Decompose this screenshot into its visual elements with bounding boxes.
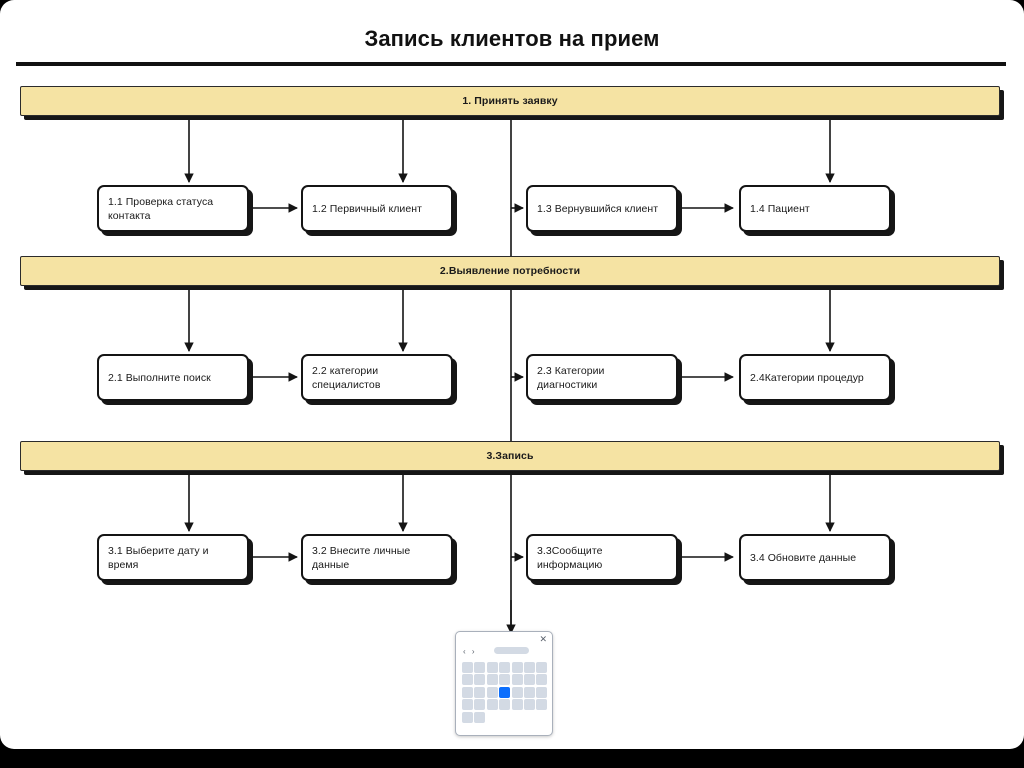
bottom-caption [0, 752, 1024, 768]
calendar-day-cell[interactable] [511, 699, 523, 711]
calendar-day-cell[interactable] [474, 699, 486, 711]
process-node-2-2-label: 2.2 категории специалистов [312, 364, 381, 391]
process-node-2-2[interactable]: 2.2 категории специалистов [301, 354, 453, 401]
process-node-3-4[interactable]: 3.4 Обновите данные [739, 534, 891, 581]
calendar-day-cell[interactable] [523, 674, 535, 686]
calendar-day-cell[interactable] [474, 662, 486, 673]
month-nav-arrows-icon[interactable]: ‹ › [463, 647, 477, 656]
process-node-3-3-label: 3.3Сообщите информацию [537, 544, 603, 571]
phase-band-1-label: 1. Принять заявку [462, 95, 558, 107]
page-title: Запись клиентов на прием [364, 26, 660, 51]
process-node-1-2[interactable]: 1.2 Первичный клиент [301, 185, 453, 232]
calendar-day-cell[interactable] [462, 711, 473, 723]
process-node-3-1-label: 3.1 Выберите дату и время [108, 544, 209, 571]
calendar-day-cell[interactable] [523, 662, 535, 673]
calendar-day-cell[interactable] [499, 662, 511, 673]
process-node-2-1[interactable]: 2.1 Выполните поиск [97, 354, 249, 401]
phase-band-3[interactable]: 3.Запись [20, 441, 1000, 471]
phase-band-3-label: 3.Запись [486, 450, 534, 462]
calendar-day-cell[interactable] [499, 674, 511, 686]
phase-band-1[interactable]: 1. Принять заявку [20, 86, 1000, 116]
process-node-1-3-label: 1.3 Вернувшийся клиент [537, 202, 659, 215]
process-node-3-3[interactable]: 3.3Сообщите информацию [526, 534, 678, 581]
calendar-day-cell[interactable] [486, 674, 498, 686]
close-icon[interactable]: ✕ [539, 634, 547, 644]
calendar-day-cell[interactable] [536, 674, 548, 686]
page-title-wrap: Запись клиентов на прием [0, 26, 1024, 52]
process-node-2-4[interactable]: 2.4Категории процедур [739, 354, 891, 401]
process-node-2-1-label: 2.1 Выполните поиск [108, 371, 211, 384]
calendar-day-cell[interactable] [462, 699, 473, 711]
process-node-3-2[interactable]: 3.2 Внесите личные данные [301, 534, 453, 581]
date-picker-popover[interactable]: ✕ ‹ › [455, 631, 553, 736]
calendar-day-cell[interactable] [486, 699, 498, 711]
process-node-1-2-label: 1.2 Первичный клиент [312, 202, 422, 215]
calendar-day-cell[interactable] [462, 686, 473, 698]
calendar-day-grid[interactable] [462, 662, 549, 723]
process-node-1-3[interactable]: 1.3 Вернувшийся клиент [526, 185, 678, 232]
process-node-3-4-label: 3.4 Обновите данные [750, 551, 857, 564]
calendar-day-cell[interactable] [511, 686, 523, 698]
calendar-day-cell[interactable] [511, 674, 523, 686]
calendar-day-cell[interactable] [462, 674, 473, 686]
process-node-2-3-label: 2.3 Категории диагностики [537, 364, 605, 391]
process-node-3-1[interactable]: 3.1 Выберите дату и время [97, 534, 249, 581]
phase-band-2-label: 2.Выявление потребности [439, 265, 581, 277]
calendar-day-cell[interactable] [511, 662, 523, 673]
calendar-day-cell[interactable] [536, 686, 548, 698]
calendar-day-selected[interactable] [499, 686, 511, 698]
calendar-day-cell[interactable] [523, 699, 535, 711]
calendar-day-cell[interactable] [462, 662, 473, 673]
calendar-day-cell[interactable] [486, 686, 498, 698]
document-sheet: Запись клиентов на прием [0, 0, 1024, 749]
process-node-1-1[interactable]: 1.1 Проверка статуса контакта [97, 185, 249, 232]
process-node-1-1-label: 1.1 Проверка статуса контакта [108, 195, 214, 222]
process-node-1-4[interactable]: 1.4 Пациент [739, 185, 891, 232]
process-node-2-3[interactable]: 2.3 Категории диагностики [526, 354, 678, 401]
calendar-day-cell[interactable] [474, 686, 486, 698]
calendar-day-cell[interactable] [474, 674, 486, 686]
calendar-day-cell[interactable] [536, 662, 548, 673]
title-divider [16, 62, 1006, 66]
month-label-placeholder [494, 647, 529, 654]
phase-band-2[interactable]: 2.Выявление потребности [20, 256, 1000, 286]
calendar-day-cell[interactable] [499, 699, 511, 711]
process-node-3-2-label: 3.2 Внесите личные данные [312, 544, 411, 571]
process-node-1-4-label: 1.4 Пациент [750, 202, 810, 215]
process-node-2-4-label: 2.4Категории процедур [750, 371, 864, 384]
calendar-day-cell[interactable] [474, 711, 486, 723]
calendar-day-cell[interactable] [536, 699, 548, 711]
calendar-day-cell[interactable] [523, 686, 535, 698]
calendar-day-cell[interactable] [486, 662, 498, 673]
flowchart-canvas: 1. Принять заявку 1.1 Проверка статуса к… [20, 86, 1000, 736]
